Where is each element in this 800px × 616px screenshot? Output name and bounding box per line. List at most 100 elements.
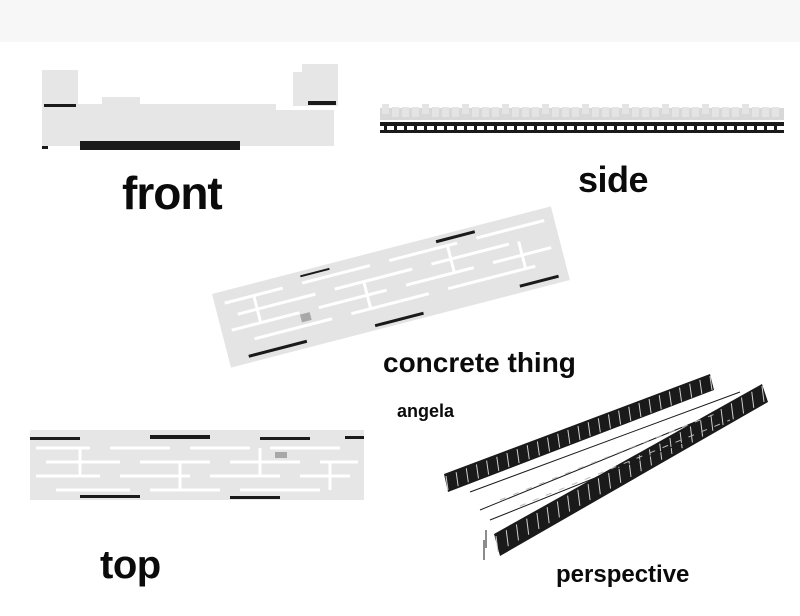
perspective-view-label: perspective xyxy=(556,561,690,588)
perspective-mullion xyxy=(536,512,540,529)
side-mullion xyxy=(764,126,767,131)
side-mullion xyxy=(674,126,677,131)
side-mullion xyxy=(714,126,717,131)
side-mullion xyxy=(724,126,727,131)
side-mullion xyxy=(614,126,617,131)
side-facade-module xyxy=(602,107,609,117)
side-facade-module xyxy=(702,104,709,114)
perspective-mullion xyxy=(720,409,724,426)
side-facade-module xyxy=(672,107,679,117)
perspective-mullion xyxy=(679,432,683,449)
perspective-mullion xyxy=(648,449,652,466)
side-mullion xyxy=(444,126,447,131)
side-facade-module xyxy=(522,107,529,117)
perspective-mullion xyxy=(658,395,662,410)
perspective-mullion xyxy=(628,406,632,421)
perspective-mullion xyxy=(751,391,755,408)
side-facade-module xyxy=(462,104,469,114)
perspective-mullion xyxy=(679,387,683,402)
perspective-mullion xyxy=(709,375,713,391)
perspective-mullion xyxy=(628,460,632,478)
side-mullion xyxy=(494,126,497,131)
side-mullion xyxy=(574,126,577,131)
top-view-label: top xyxy=(100,543,161,587)
side-mullion xyxy=(534,126,537,131)
perspective-mullion xyxy=(515,524,519,541)
side-facade-module xyxy=(662,104,669,114)
perspective-mullion xyxy=(577,425,581,441)
perspective-mullion xyxy=(741,397,745,414)
side-facade-module xyxy=(592,107,599,117)
perspective-mullion xyxy=(668,391,672,406)
side-mullion xyxy=(734,126,737,131)
perspective-mullion xyxy=(475,464,479,479)
side-mullion xyxy=(514,126,517,131)
side-facade-module xyxy=(632,107,639,117)
side-facade-module xyxy=(562,107,569,117)
side-mullion xyxy=(604,126,607,131)
perspective-mullion xyxy=(557,433,561,448)
side-mullion xyxy=(644,126,647,131)
side-facade-module xyxy=(682,107,689,117)
side-facade-module xyxy=(752,107,759,117)
perspective-mullion xyxy=(455,472,459,487)
side-facade-module xyxy=(722,107,729,117)
side-mullion xyxy=(484,126,487,131)
side-facade-module xyxy=(612,107,619,117)
side-facade-module xyxy=(392,107,399,117)
perspective-mullion xyxy=(669,437,673,454)
side-mullion xyxy=(594,126,597,131)
perspective-mullion xyxy=(526,518,530,535)
perspective-mullion xyxy=(638,455,642,472)
side-mullion xyxy=(564,126,567,131)
perspective-mullion xyxy=(546,507,550,524)
perspective-mullion xyxy=(710,414,714,431)
side-mullion xyxy=(394,126,397,131)
perspective-mullion xyxy=(761,385,765,403)
side-mullion xyxy=(624,126,627,131)
side-facade-module xyxy=(762,107,769,117)
author-name: angela xyxy=(397,401,455,421)
perspective-mullion xyxy=(465,468,469,483)
perspective-mullion xyxy=(567,495,571,512)
side-mullion xyxy=(774,126,777,131)
perspective-mullion xyxy=(445,475,449,491)
perspective-mullion xyxy=(618,466,622,483)
perspective-mullion xyxy=(516,449,520,464)
side-mullion xyxy=(454,126,457,131)
side-facade-module xyxy=(382,104,389,114)
side-facade-module xyxy=(512,107,519,117)
side-mullion xyxy=(584,126,587,131)
perspective-mullion xyxy=(607,414,611,429)
side-facade-module xyxy=(692,107,699,117)
perspective-mullion xyxy=(495,535,499,553)
side-facade-module xyxy=(772,107,779,117)
perspective-mullion xyxy=(577,489,581,506)
perspective-mullion xyxy=(556,501,560,518)
side-facade-module xyxy=(472,107,479,117)
side-facade-module xyxy=(622,104,629,114)
side-facade-module xyxy=(402,107,409,117)
side-facade-module xyxy=(542,104,549,114)
side-facade-module xyxy=(732,107,739,117)
perspective-mullion xyxy=(638,402,642,417)
side-facade-module xyxy=(742,104,749,114)
perspective-mullion xyxy=(597,478,601,495)
side-mullion xyxy=(464,126,467,131)
side-mullion xyxy=(694,126,697,131)
side-facade-module xyxy=(432,107,439,117)
side-facade-module xyxy=(422,104,429,114)
perspective-mullion xyxy=(587,484,591,501)
side-mullion xyxy=(504,126,507,131)
side-facade-module xyxy=(482,107,489,117)
side-mullion xyxy=(434,126,437,131)
side-facade-module xyxy=(712,107,719,117)
perspective-mullion xyxy=(567,429,571,444)
perspective-mullion xyxy=(699,379,703,394)
perspective-mullion xyxy=(608,472,612,489)
side-mullion xyxy=(634,126,637,131)
side-facade-module xyxy=(552,107,559,117)
side-facade-module xyxy=(652,107,659,117)
